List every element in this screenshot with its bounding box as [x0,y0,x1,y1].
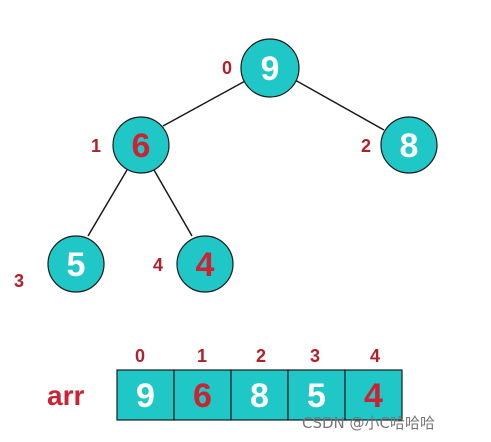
tree-node-3-value: 5 [67,246,86,284]
tree-node-2: 8 2 [361,116,438,174]
array-cell-4-index: 4 [370,346,380,366]
tree-node-3: 5 3 [14,235,105,293]
array-cell-1-index: 1 [197,346,207,366]
tree-node-4-circle [176,235,234,293]
array-cell-3-box [287,369,346,421]
tree-node-4: 4 4 [153,235,234,293]
tree-node-4-index: 4 [153,255,163,275]
tree-node-0-circle [240,38,300,98]
array-cell-1: 6 1 [173,346,232,421]
tree-node-2-index: 2 [361,136,371,156]
array-cell-0-index: 0 [135,346,145,366]
watermark: CSDN @小C哈哈哈 [302,414,436,432]
edge-0-1 [162,79,248,127]
array-cell-4: 4 4 [344,346,403,421]
tree-node-0-index: 0 [222,58,232,78]
array-cell-4-box [344,369,403,421]
array-cell-2-value: 8 [250,377,269,415]
tree-node-0: 9 0 [222,38,300,98]
tree-node-1-index: 1 [91,136,101,156]
edge-0-2 [294,79,385,131]
array-cell-4-value: 4 [364,377,383,415]
tree-node-4-value: 4 [196,246,215,284]
tree-node-3-index: 3 [14,271,24,291]
array-cell-2-box [230,369,289,421]
edge-1-3 [87,169,128,237]
array-cell-0-value: 9 [136,377,155,415]
array-cell-2: 8 2 [230,346,289,421]
array-cell-3-value: 5 [307,377,326,415]
edge-1-4 [153,169,193,237]
tree-node-0-value: 9 [261,50,280,88]
array-cell-3-index: 3 [310,346,320,366]
array-label: arr [47,380,84,411]
tree-node-1-value: 6 [132,127,151,165]
tree-node-2-value: 8 [400,127,419,165]
tree-node-3-circle [47,235,105,293]
array-cell-3: 5 3 [287,346,346,421]
tree-node-1: 6 1 [91,116,170,174]
array-cell-0-box [116,369,175,421]
array-cell-1-value: 6 [193,377,212,415]
array-cell-2-index: 2 [256,346,266,366]
array-cell-0: 9 0 [116,346,175,421]
tree-node-1-circle [112,116,170,174]
tree-node-2-circle [380,116,438,174]
